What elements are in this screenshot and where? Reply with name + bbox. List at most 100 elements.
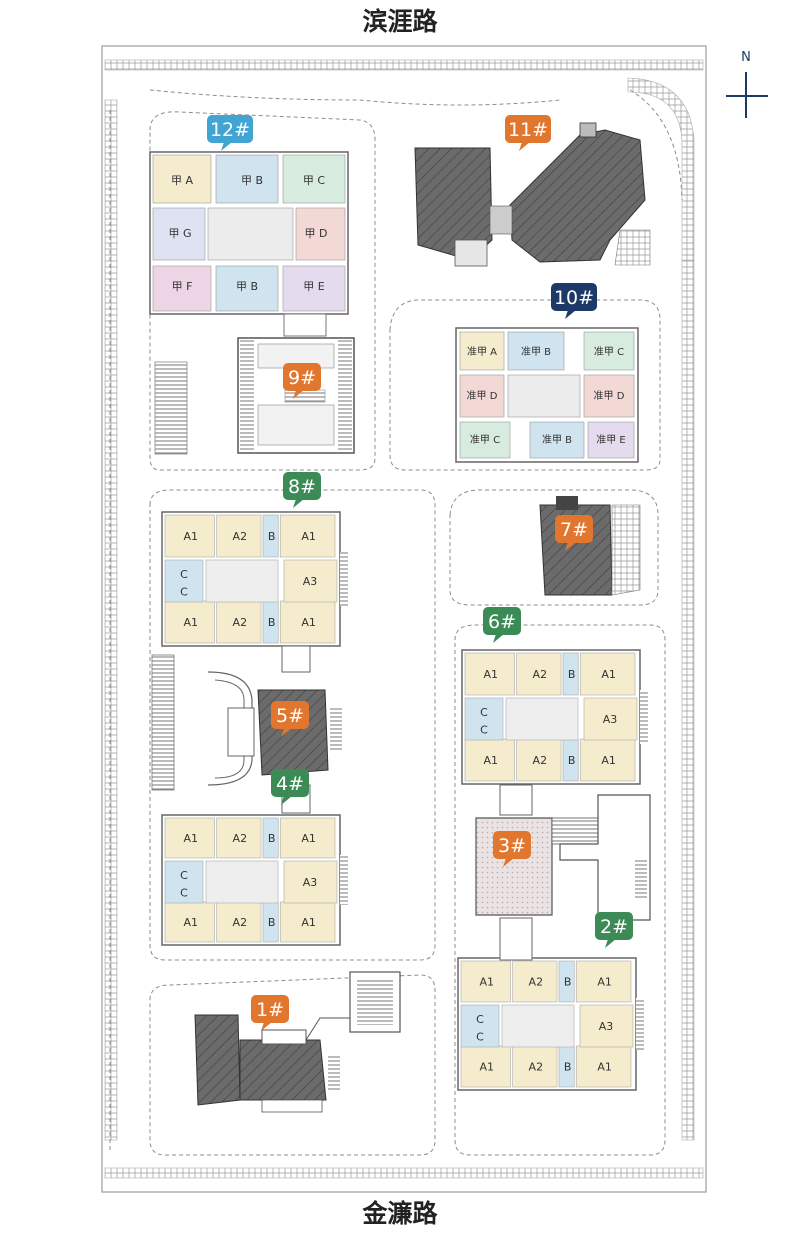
unit-4-r0-3 — [279, 817, 336, 859]
unit-6-r1-3 — [579, 738, 636, 782]
unit-12-a — [152, 154, 212, 204]
building-7 — [539, 496, 641, 596]
unit-6-r0-3 — [579, 652, 636, 696]
unit-10-e — [587, 421, 635, 459]
unit-10-c1 — [583, 331, 635, 371]
tag-b6-bg — [483, 607, 521, 635]
unit-2-c-block — [460, 1004, 500, 1048]
unit-8-r0-1-label: A2 — [233, 530, 248, 543]
parking-area — [154, 361, 188, 455]
unit-2-r1-0-label: A1 — [480, 1061, 495, 1074]
unit-10-d1 — [459, 374, 505, 418]
unit-10-a-label: 准甲 A — [467, 346, 497, 358]
unit-10-b2 — [529, 421, 585, 459]
unit-12-g-label: 甲 G — [168, 227, 191, 240]
unit-10-d2-label: 准甲 D — [594, 390, 625, 402]
unit-6-r1-1-label: A2 — [533, 754, 548, 767]
unit-10-c1-label: 准甲 C — [594, 346, 624, 358]
unit-6-a3-label: A3 — [603, 713, 618, 726]
unit-2-c2-label: C — [476, 1031, 484, 1044]
building-tags: 12#11#10#9#8#7#6#5#4#3#2#1# — [207, 115, 633, 1031]
unit-6-c2-label: C — [480, 724, 488, 737]
unit-2-r0-1-label: A2 — [529, 976, 544, 989]
unit-6-r0-2 — [562, 652, 579, 696]
road-south-label: 金濂路 — [361, 1199, 438, 1228]
tag-b2-label: 2# — [600, 916, 628, 938]
unit-6-core — [505, 697, 579, 741]
unit-8-r0-3-label: A1 — [301, 530, 316, 543]
unit-6-r1-2-label: B — [568, 754, 576, 767]
tag-b3-pointer — [503, 858, 514, 867]
unit-2-r1-3-label: A1 — [597, 1061, 612, 1074]
unit-10-core — [507, 374, 581, 418]
unit-4-core — [205, 860, 279, 904]
unit-10-b1-label: 准甲 B — [521, 346, 551, 358]
unit-2-r0-2-label: B — [564, 976, 572, 989]
unit-4-r0-1 — [216, 817, 262, 859]
tag-b3-label: 3# — [498, 835, 526, 857]
block-8-balcony — [340, 552, 348, 606]
tag-b8: 8# — [283, 472, 321, 508]
unit-6-r1-0 — [464, 738, 515, 782]
tag-b2: 2# — [595, 912, 633, 948]
tag-b11-bg — [505, 115, 551, 143]
unit-8-r0-1 — [216, 514, 262, 558]
unit-8-r0-0 — [164, 514, 215, 558]
unit-8-r1-0-label: A1 — [184, 616, 199, 629]
unit-2-r1-2-label: B — [564, 1061, 572, 1074]
unit-2-r1-1-label: A2 — [529, 1061, 544, 1074]
unit-12-core — [207, 207, 294, 261]
unit-4-a3 — [283, 860, 338, 904]
unit-6-r1-0-label: A1 — [484, 754, 499, 767]
unit-12-b1 — [215, 154, 279, 204]
unit-2-c1-label: C — [476, 1013, 484, 1026]
block-6-balcony — [640, 690, 648, 744]
unit-12-b2 — [215, 265, 279, 312]
unit-10-a — [459, 331, 505, 371]
unit-8-c-block — [164, 559, 204, 603]
unit-6-c-block — [464, 697, 504, 741]
unit-2-r0-3 — [575, 960, 632, 1003]
unit-4-r0-1-label: A2 — [233, 832, 248, 845]
tag-b12: 12# — [207, 115, 253, 151]
unit-8-r1-3 — [279, 600, 336, 644]
tag-b9: 9# — [283, 363, 321, 399]
unit-4-r1-1-label: A2 — [233, 916, 248, 929]
unit-4-c1-label: C — [180, 869, 188, 882]
building-5 — [151, 654, 342, 791]
unit-8-r0-0-label: A1 — [184, 530, 199, 543]
tag-b4: 4# — [271, 769, 309, 805]
unit-4-r1-1 — [216, 901, 262, 943]
unit-4-r1-0-label: A1 — [184, 916, 199, 929]
unit-6-r0-0 — [464, 652, 515, 696]
unit-4-r0-2 — [262, 817, 279, 859]
tag-b1-bg — [251, 995, 289, 1023]
site-boundary — [101, 45, 707, 1193]
unit-8-r0-2 — [262, 514, 279, 558]
unit-12-b1-label: 甲 B — [241, 174, 263, 187]
unit-6-r0-1 — [516, 652, 562, 696]
unit-4-r0-0 — [164, 817, 215, 859]
tag-b10-label: 10# — [554, 287, 594, 309]
unit-8-core — [205, 559, 279, 603]
unit-4-a3-label: A3 — [303, 876, 318, 889]
tag-b7: 7# — [555, 515, 593, 551]
unit-6-a3 — [583, 697, 638, 741]
unit-2-r0-0-label: A1 — [480, 976, 495, 989]
tag-b7-bg — [555, 515, 593, 543]
tag-b10-pointer — [565, 310, 576, 319]
tag-b1: 1# — [251, 995, 289, 1031]
tag-b10-bg — [551, 283, 597, 311]
unit-10-b2-label: 准甲 B — [542, 434, 572, 446]
block-2-balcony — [636, 998, 644, 1050]
tag-b5-label: 5# — [276, 705, 304, 727]
unit-4-r0-0-label: A1 — [184, 832, 199, 845]
unit-4-r1-3-label: A1 — [301, 916, 316, 929]
unit-2-r0-3-label: A1 — [597, 976, 612, 989]
building-10: 准甲 A 准甲 B 准甲 C 准甲 D 准甲 D 准甲 C 准甲 B 准甲 E — [455, 327, 639, 463]
tag-b7-label: 7# — [560, 519, 588, 541]
unit-6-c1-label: C — [480, 706, 488, 719]
unit-2-a3-label: A3 — [599, 1020, 614, 1033]
